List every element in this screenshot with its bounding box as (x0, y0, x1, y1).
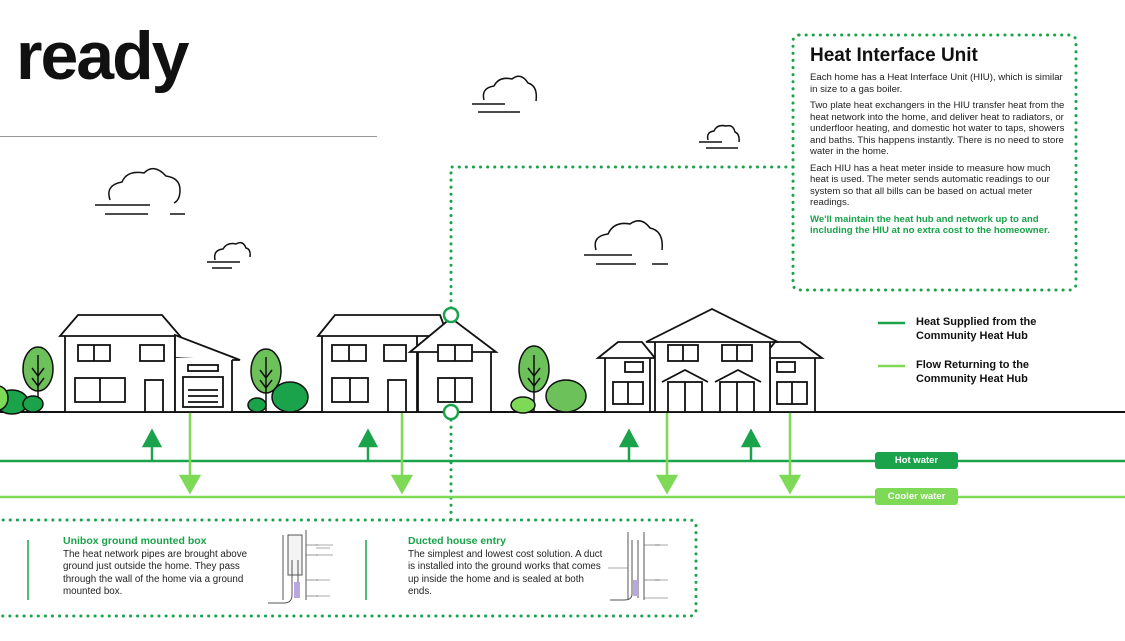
hiu-connector-node (442, 306, 460, 324)
cloud-icon (472, 75, 538, 113)
tree-icon (0, 346, 54, 415)
ducted-section: Ducted house entry The simplest and lowe… (408, 535, 603, 598)
unibox-diagram (268, 530, 333, 604)
return-arrow (178, 412, 802, 495)
tree-icon (247, 348, 309, 413)
hiu-paragraph-2: Two plate heat exchangers in the HIU tra… (810, 100, 1065, 157)
title-divider (0, 136, 377, 137)
hiu-paragraph-1: Each home has a Heat Interface Unit (HIU… (810, 72, 1063, 95)
hiu-title: Heat Interface Unit (810, 45, 978, 66)
hot-water-label: Hot water (875, 452, 958, 469)
hiu-highlight: We'll maintain the heat hub and network … (810, 213, 1050, 237)
supply-arrow (141, 428, 762, 461)
house-semi-detached (316, 314, 499, 413)
legend-returning-label: Flow Returning to the Community Heat Hub (916, 359, 1030, 385)
cloud-icon (699, 124, 740, 149)
cooler-water-label: Cooler water (875, 488, 958, 505)
hiu-info-panel: Heat Interface Unit Each home has a Heat… (793, 35, 1076, 290)
hiu-connector-node (442, 403, 460, 421)
ducted-text: The simplest and lowest cost solution. A… (408, 549, 603, 597)
tree-icon (510, 345, 587, 414)
cloud-icon (95, 167, 185, 215)
hiu-connector-line (449, 165, 795, 312)
ducted-entry-diagram (608, 532, 668, 601)
cloud-icon (207, 241, 251, 269)
legend-supplied-label: Heat Supplied from the Community Heat Hu… (916, 316, 1037, 342)
page-title: ready (16, 18, 189, 94)
house-terrace (595, 307, 825, 413)
house-detached-garage (58, 314, 241, 413)
hiu-paragraph-3: Each HIU has a heat meter inside to meas… (810, 162, 1051, 209)
ducted-title: Ducted house entry (408, 535, 507, 547)
unibox-title: Unibox ground mounted box (63, 535, 207, 547)
cloud-icon (584, 220, 668, 265)
unibox-section: Unibox ground mounted box The heat netwo… (63, 535, 263, 598)
unibox-text: The heat network pipes are brought above… (63, 549, 248, 597)
